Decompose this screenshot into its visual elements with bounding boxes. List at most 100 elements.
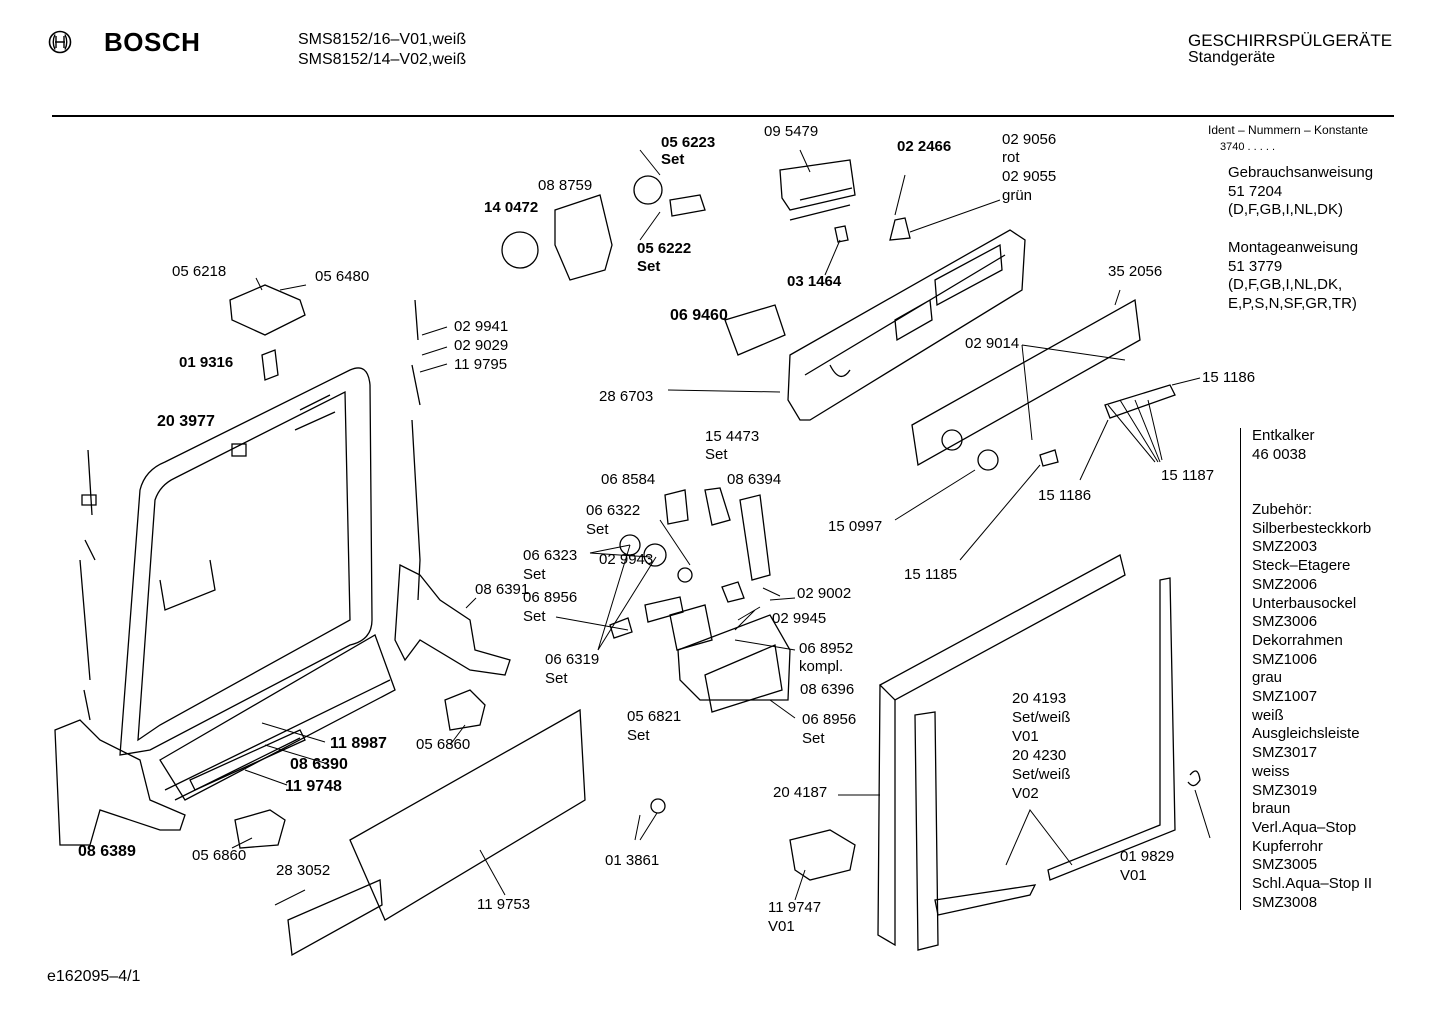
manual-number: 51 7204	[1228, 182, 1283, 200]
part-label-056860-mid: 05 6860	[416, 736, 471, 753]
part-label-068584: 06 8584	[601, 471, 656, 488]
accessory-line: SMZ1007	[1252, 688, 1318, 706]
part-label-029945: 02 9945	[772, 610, 827, 627]
part-label-068956-top: 06 8956	[523, 589, 578, 606]
accessory-line: Zubehör:	[1252, 501, 1313, 518]
part-label-019829: 01 9829	[1120, 848, 1175, 865]
part-label-068956-bottom-set: Set	[802, 730, 825, 747]
part-label-066322: 06 6322	[586, 502, 641, 519]
part-label-203977: 20 3977	[157, 413, 215, 430]
part-label-029014: 02 9014	[965, 335, 1020, 352]
part-label-151187: 15 1187	[1161, 467, 1215, 484]
part-label-056222-set: Set	[637, 258, 661, 275]
part-label-086396: 08 6396	[800, 681, 855, 698]
door-lock	[677, 614, 791, 701]
accessory-line: Schl.Aqua–Stop II	[1252, 875, 1373, 893]
motor-wheel	[501, 231, 539, 269]
descaler-info: Entkalker 46 0038	[1252, 427, 1315, 464]
accessory-line: Verl.Aqua–Stop	[1252, 818, 1357, 836]
left-hinge	[54, 719, 186, 846]
decor-frame-right	[1047, 577, 1176, 881]
part-label-151185: 15 1185	[904, 566, 958, 583]
door-inner-edge	[137, 390, 351, 742]
header-rule	[52, 115, 1394, 117]
accessory-line: weiss	[1252, 762, 1290, 780]
accessory-line: SMZ3005	[1252, 856, 1318, 874]
front-fascia-panel	[911, 298, 1141, 467]
install-languages-2: E,P,S,N,SF,GR,TR)	[1228, 295, 1357, 313]
accessory-line: weiß	[1252, 706, 1284, 724]
filter-strip	[189, 729, 306, 791]
part-label-204193-variant: V01	[1012, 728, 1039, 745]
part-label-088759: 08 8759	[538, 177, 593, 194]
part-label-013861: 01 3861	[605, 852, 660, 869]
accessory-line: Ausgleichsleiste	[1252, 725, 1360, 743]
part-label-086389: 08 6389	[78, 843, 136, 860]
part-label-029055: 02 9055	[1002, 168, 1057, 185]
accessory-line: SMZ2003	[1252, 538, 1318, 556]
part-label-204193-set: Set/weiß	[1012, 709, 1071, 726]
part-label-029029: 02 9029	[454, 337, 509, 354]
accessory-line: SMZ3019	[1252, 781, 1318, 799]
model-line-1: SMS8152/16–V01,weiß	[298, 31, 467, 48]
accessory-line: Dekorrahmen	[1252, 631, 1343, 649]
accessory-line: SMZ3017	[1252, 744, 1318, 762]
part-label-056860-bottom: 05 6860	[192, 847, 247, 864]
ident-value: 3740 . . . . .	[1220, 141, 1276, 153]
part-label-022466: 02 2466	[897, 138, 952, 155]
part-label-029943: 02 9943	[599, 551, 654, 568]
accessory-line: SMZ2006	[1252, 575, 1318, 593]
install-info: Montageanweisung 51 3779 (D,F,GB,I,NL,DK…	[1228, 239, 1358, 314]
decor-frame-left	[914, 711, 939, 951]
terminal-block	[779, 159, 856, 211]
part-label-066323-set: Set	[523, 566, 546, 583]
accessories-list: Zubehör: Silberbesteckkorb SMZ2003 Steck…	[1252, 501, 1372, 912]
part-label-086394: 08 6394	[727, 471, 782, 488]
descaler-title: Entkalker	[1252, 427, 1315, 444]
door-bottom-rail	[159, 634, 396, 801]
part-label-352056: 35 2056	[1108, 263, 1163, 280]
ident-label: Ident – Nummern – Konstante	[1208, 123, 1369, 137]
accessory-line: Kupferrohr	[1252, 837, 1323, 855]
part-label-056821: 05 6821	[627, 708, 682, 725]
part-label-056218: 05 6218	[172, 263, 227, 280]
category-title: GESCHIRRSPÜLGERÄTE	[1188, 31, 1393, 50]
manual-languages: (D,F,GB,I,NL,DK)	[1228, 201, 1344, 219]
part-label-056222: 05 6222	[637, 240, 692, 257]
part-label-068956-bottom: 06 8956	[802, 711, 857, 728]
part-label-086390: 08 6390	[290, 756, 348, 773]
part-label-068956-top-set: Set	[523, 608, 546, 625]
lock-gasket	[704, 644, 783, 713]
manual-title: Gebrauchsanweisung	[1228, 164, 1374, 181]
part-label-019316: 01 9316	[179, 354, 234, 371]
part-label-056223: 05 6223	[661, 134, 716, 151]
part-label-056480: 05 6480	[315, 268, 370, 285]
part-label-029056: 02 9056	[1002, 131, 1057, 148]
subcategory-title: Standgeräte	[1188, 49, 1276, 66]
part-label-119795: 11 9795	[454, 356, 508, 373]
accessory-line: grau	[1252, 669, 1283, 687]
part-label-066319: 06 6319	[545, 651, 600, 668]
part-label-029055-color: grün	[1002, 187, 1033, 204]
accessory-line: Unterbausockel	[1252, 594, 1357, 612]
descaler-number: 46 0038	[1252, 445, 1307, 463]
bosch-logo-icon	[48, 30, 72, 54]
part-label-066319-set: Set	[545, 670, 568, 687]
part-label-154473-set: Set	[705, 446, 728, 463]
part-label-019829-variant: V01	[1120, 867, 1147, 884]
part-label-119748: 11 9748	[285, 778, 342, 795]
part-label-119747: 11 9747	[768, 899, 822, 916]
part-label-140472: 14 0472	[484, 199, 539, 216]
accessory-line: Steck–Etagere	[1252, 557, 1351, 575]
part-label-119747-variant: V01	[768, 918, 795, 935]
part-label-031464: 03 1464	[787, 273, 842, 290]
part-label-068952: 06 8952	[799, 640, 854, 657]
accessory-line: SMZ3006	[1252, 613, 1318, 631]
accessory-line: Silberbesteckkorb	[1252, 519, 1372, 537]
part-label-029941: 02 9941	[454, 318, 509, 335]
door-inner-panel	[119, 367, 373, 756]
model-line-2: SMS8152/14–V02,weiß	[298, 51, 467, 68]
program-timer	[554, 194, 613, 281]
side-divider	[1240, 428, 1241, 910]
kick-panel	[349, 708, 586, 921]
